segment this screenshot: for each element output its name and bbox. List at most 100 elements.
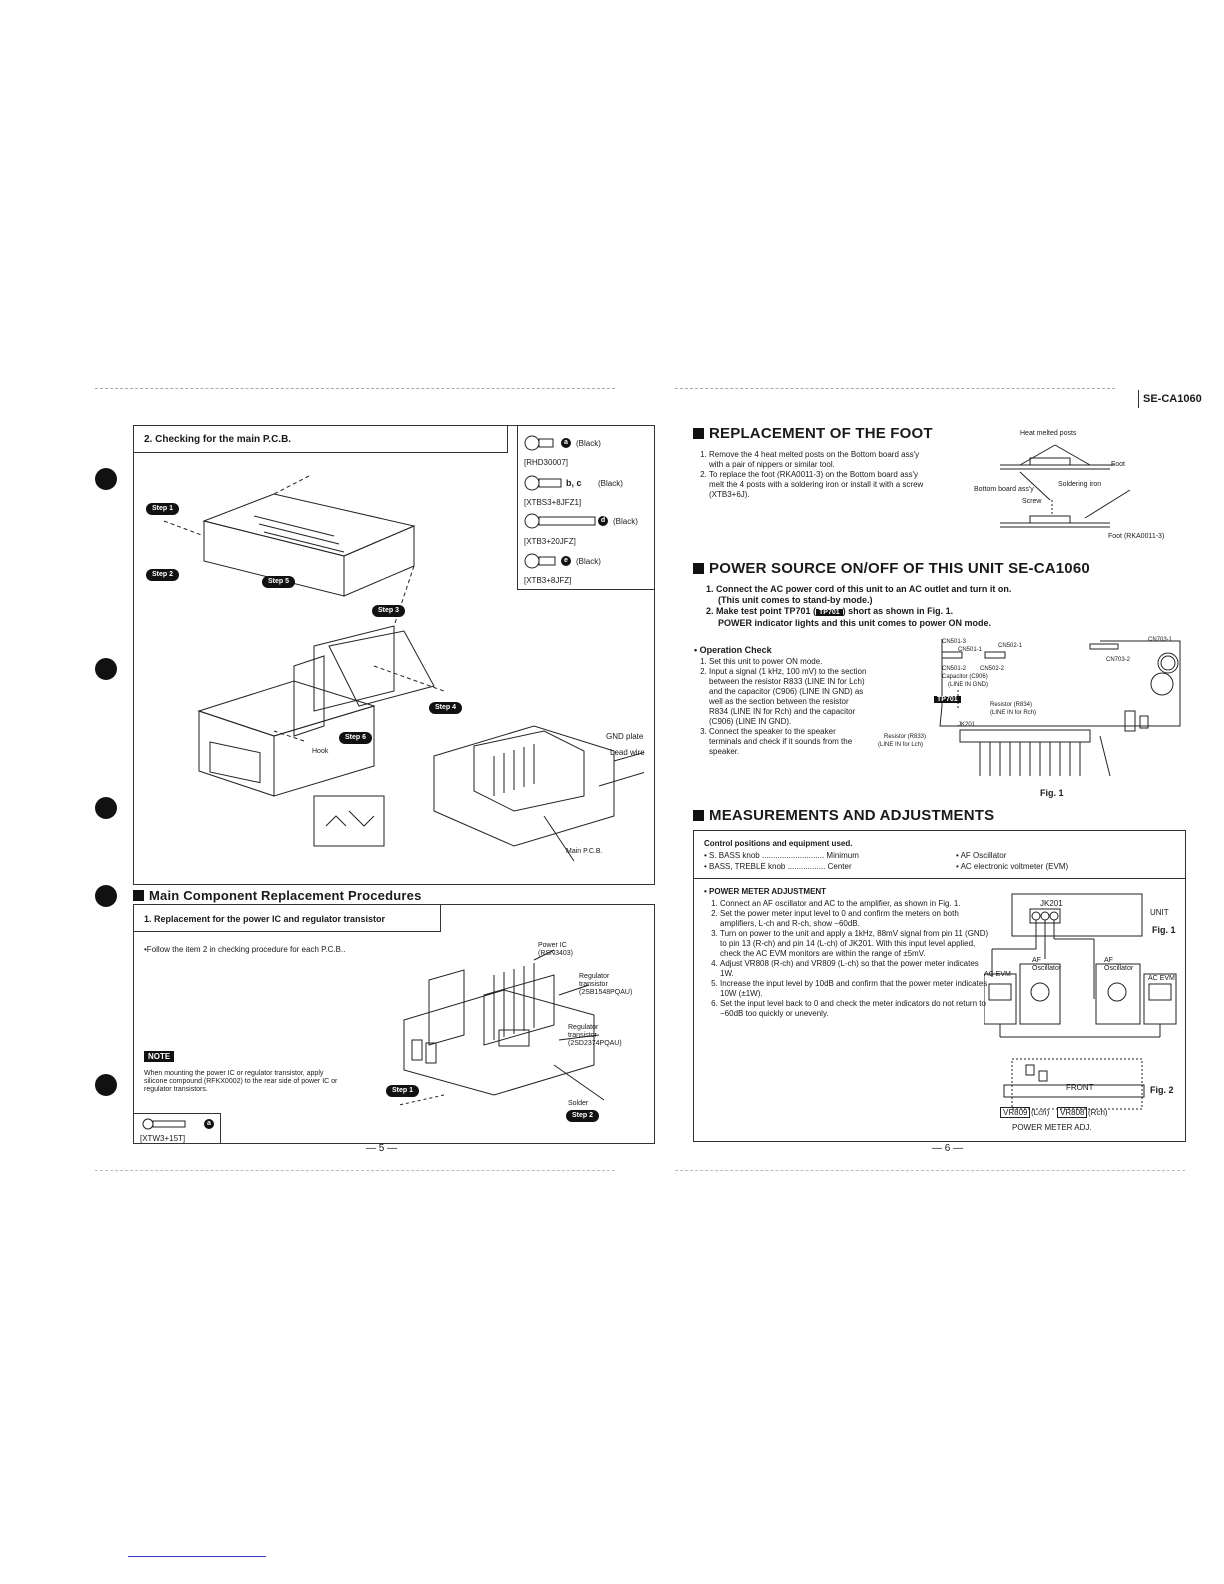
check-pcb-title: 2. Checking for the main P.C.B. bbox=[144, 434, 292, 445]
adj-list: Connect an AF oscillator and AC to the a… bbox=[704, 899, 989, 1019]
screw-box: a [XTW3+15T] bbox=[134, 1113, 221, 1144]
fig1-label: (LINE IN GND) bbox=[948, 682, 989, 688]
step-tag: Step 2 bbox=[566, 1110, 600, 1122]
top-rule-right bbox=[675, 388, 1115, 389]
step-tag: Step 4 bbox=[429, 702, 463, 714]
adj-item: Adjust VR808 (R-ch) and VR809 (L-ch) so … bbox=[720, 959, 989, 979]
power-heading-text: POWER SOURCE ON/OFF OF THIS UNIT SE-CA10… bbox=[709, 560, 1090, 577]
fig1-label: JK201 bbox=[958, 722, 976, 728]
ctrl-row: • BASS, TREBLE knob ................. Ce… bbox=[704, 862, 852, 872]
part-code: [XTB3+20JFZ] bbox=[524, 537, 576, 546]
check-pcb-box: 2. Checking for the main P.C.B. a (Black… bbox=[133, 425, 655, 885]
callout-solder: Solder bbox=[568, 1100, 589, 1107]
model-divider bbox=[1138, 390, 1139, 408]
tp701-tag: TP701 bbox=[816, 609, 843, 616]
power-steps: 1. Connect the AC power cord of this uni… bbox=[706, 584, 1011, 629]
screw-icon bbox=[524, 475, 562, 491]
foot-diagram bbox=[1000, 444, 1131, 528]
fig1-label: (LINE IN for Lch) bbox=[878, 742, 924, 748]
fig1-tp701-tag: TP701 bbox=[934, 696, 961, 703]
binder-hole bbox=[95, 658, 117, 680]
foot-step: Remove the 4 heat melted posts on the Bo… bbox=[709, 450, 933, 470]
part-color: (Black) bbox=[598, 479, 623, 488]
fig1-label: CN703-1 bbox=[1148, 637, 1173, 643]
fig1-label: CN502-1 bbox=[998, 643, 1023, 649]
callout-hook: Hook bbox=[312, 748, 329, 755]
divider bbox=[694, 878, 1185, 879]
badge: d bbox=[598, 516, 608, 526]
label-foot: Foot bbox=[1111, 461, 1126, 468]
fig1-label: CN501-3 bbox=[942, 639, 967, 645]
sub-title: 1. Replacement for the power IC and regu… bbox=[144, 914, 386, 924]
meas-diagram bbox=[984, 893, 1177, 1110]
label-screw: Screw bbox=[1022, 498, 1042, 505]
fig1-label: Capacitor (C906) bbox=[942, 674, 988, 680]
label-soldering-iron: Soldering iron bbox=[1058, 481, 1102, 488]
sub-title-box bbox=[134, 905, 441, 932]
meas-label-front: FRONT bbox=[1066, 1083, 1094, 1092]
op-item: Set this unit to power ON mode. bbox=[709, 657, 868, 667]
meas-label-vr809: VR809 bbox=[1000, 1107, 1031, 1118]
meas-label-unit: UNIT bbox=[1150, 908, 1169, 917]
footer-link-rule bbox=[128, 1556, 266, 1557]
binder-hole bbox=[95, 468, 117, 490]
adj-title: • POWER METER ADJUSTMENT bbox=[704, 887, 827, 896]
power-heading: POWER SOURCE ON/OFF OF THIS UNIT SE-CA10… bbox=[693, 560, 1090, 577]
main-replacement-box: 1. Replacement for the power IC and regu… bbox=[133, 904, 655, 1144]
step-tag: Step 5 bbox=[262, 576, 296, 588]
operation-check-title: • Operation Check bbox=[694, 645, 772, 655]
foot-steps: Remove the 4 heat melted posts on the Bo… bbox=[693, 450, 933, 500]
meas-label-fig2: Fig. 2 bbox=[1150, 1085, 1174, 1095]
meas-heading-text: MEASUREMENTS AND ADJUSTMENTS bbox=[709, 807, 995, 824]
screw-code: [XTW3+15T] bbox=[140, 1134, 186, 1143]
parts-list: a (Black) [RHD30007] b, c (Black) [XTBS3… bbox=[517, 426, 655, 590]
leader-dots: ................. bbox=[785, 862, 828, 871]
part-code: [XTBS3+8JFZ1] bbox=[524, 498, 582, 507]
meas-label-rch: (Rch) bbox=[1088, 1108, 1108, 1117]
heading-marker bbox=[133, 890, 144, 901]
screw-icon bbox=[524, 553, 556, 569]
badge: e bbox=[561, 556, 571, 566]
heading-marker bbox=[693, 428, 704, 439]
meas-box: Control positions and equipment used. • … bbox=[693, 830, 1186, 1142]
fig1-pcb-diagram bbox=[939, 639, 1181, 777]
equip-item: • AF Oscillator bbox=[956, 851, 1007, 860]
part-color: (Black) bbox=[613, 517, 638, 526]
label-bottom-board: Bottom board ass'y bbox=[974, 486, 1034, 493]
fig1-label: (LINE IN for Rch) bbox=[990, 710, 1037, 716]
op-item: Connect the speaker to the speaker termi… bbox=[709, 727, 868, 757]
page-number-left: — 5 — bbox=[366, 1143, 398, 1154]
meas-heading: MEASUREMENTS AND ADJUSTMENTS bbox=[693, 807, 994, 824]
adj-item: Set the power meter input level to 0 and… bbox=[720, 909, 989, 929]
step-tag: Step 1 bbox=[146, 503, 180, 515]
meas-label-lch: (Lch) bbox=[1031, 1108, 1050, 1117]
equip-item: • AC electronic voltmeter (EVM) bbox=[956, 862, 1069, 871]
adj-item: Set the input level back to 0 and check … bbox=[720, 999, 989, 1019]
adj-item: Turn on power to the unit and apply a 1k… bbox=[720, 929, 989, 959]
callout-gnd-plate: GND plate bbox=[606, 732, 644, 741]
ctrl-title: Control positions and equipment used. bbox=[704, 839, 853, 848]
callout-reg1-part: (2SB1548PQAU) bbox=[579, 989, 633, 996]
ctrl-name: • S. BASS knob bbox=[704, 851, 760, 860]
op-item: Input a signal (1 kHz, 100 mV) to the se… bbox=[709, 667, 868, 727]
main-replacement-heading-text: Main Component Replacement Procedures bbox=[149, 888, 422, 903]
ctrl-row: • S. BASS knob .........................… bbox=[704, 851, 859, 861]
meas-label-fig1: Fig. 1 bbox=[1152, 925, 1176, 935]
check-pcb-title-box bbox=[134, 426, 508, 453]
callout-reg2: Regulator transistor bbox=[568, 1024, 599, 1039]
power-step: 2. Make test point TP701 (TP701) short a… bbox=[706, 606, 1011, 618]
label-heat-posts: Heat melted posts bbox=[1020, 430, 1077, 437]
step-tag: Step 1 bbox=[386, 1085, 420, 1097]
power-step-text: ) short as shown in Fig. 1. bbox=[842, 606, 954, 616]
power-ic-diagram bbox=[398, 949, 605, 1106]
foot-step: To replace the foot (RKA0011-3) on the B… bbox=[709, 470, 933, 500]
foot-heading: REPLACEMENT OF THE FOOT bbox=[693, 425, 933, 442]
step-tag: Step 6 bbox=[339, 732, 373, 744]
part-color: (Black) bbox=[576, 557, 601, 566]
ctrl-value: Center bbox=[827, 862, 852, 871]
fig1-label: CN501-1 bbox=[958, 647, 983, 653]
fig1-caption: Fig. 1 bbox=[1040, 788, 1064, 798]
main-replacement-heading: Main Component Replacement Procedures bbox=[133, 888, 422, 903]
part-code: [XTB3+8JFZ] bbox=[524, 576, 572, 585]
callout-lead-wire: Lead wire bbox=[610, 748, 645, 757]
